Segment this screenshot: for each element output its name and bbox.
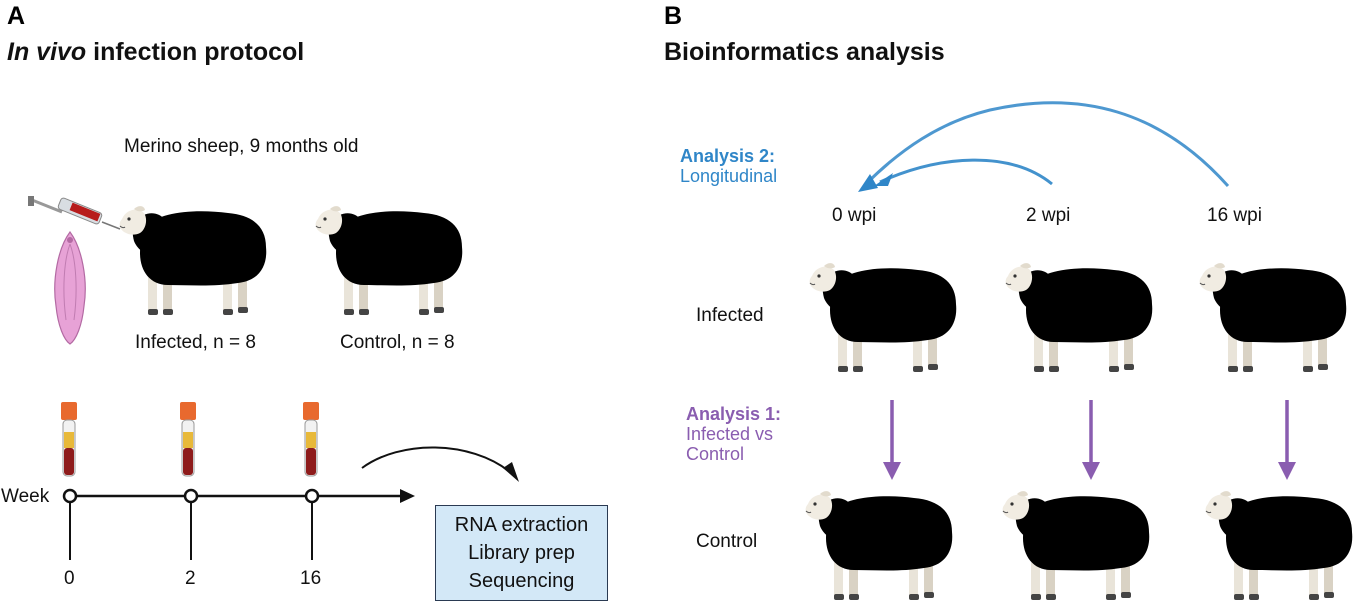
blood-tube-week-2-icon	[180, 402, 196, 477]
blood-tube-week-16-icon	[303, 402, 319, 477]
process-arrow	[361, 446, 519, 482]
analysis-2-title: Analysis 2:	[680, 146, 776, 166]
processing-step-rna: RNA extraction	[454, 514, 589, 536]
analysis-1-title: Analysis 1:	[686, 404, 782, 424]
timepoint-2wpi: 2 wpi	[1026, 205, 1071, 226]
analysis-1-desc-line1: Infected vs	[686, 424, 774, 444]
panel-a-title-rest: infection protocol	[86, 38, 305, 66]
infected-sheep-2wpi-icon	[1005, 262, 1153, 373]
control-sheep-2wpi-icon	[1002, 490, 1150, 601]
timepoint-16wpi: 16 wpi	[1207, 205, 1262, 226]
syringe-icon	[28, 196, 121, 230]
panel-a-title: In vivo infection protocol	[7, 38, 304, 67]
analysis-2-desc: Longitudinal	[680, 166, 778, 186]
panel-a-title-italic: In vivo	[7, 38, 87, 66]
timeline-tick-0: 0	[64, 568, 75, 589]
control-sheep-0wpi-icon	[805, 490, 953, 601]
infected-sheep-0wpi-icon	[809, 262, 957, 373]
infected-sheep-icon	[119, 205, 267, 316]
row-label-infected: Infected	[696, 305, 764, 326]
timeline	[62, 488, 415, 560]
timeline-tick-2: 2	[185, 568, 196, 589]
processing-box: RNA extraction Library prep Sequencing	[435, 505, 608, 601]
panel-a-letter: A	[7, 2, 26, 30]
panel-b-title: Bioinformatics analysis	[664, 38, 945, 66]
analysis-1-arrows	[883, 400, 1296, 480]
liver-fluke-icon	[54, 230, 86, 345]
infected-sheep-16wpi-icon	[1199, 262, 1347, 373]
row-label-control: Control	[696, 531, 758, 552]
timeline-week-label: Week	[1, 486, 50, 507]
timepoint-0wpi: 0 wpi	[832, 205, 877, 226]
control-sheep-icon	[315, 205, 463, 316]
infected-group-label: Infected, n = 8	[135, 332, 256, 353]
processing-step-library: Library prep	[468, 542, 575, 564]
analysis-1-label: Analysis 1: Infected vs Control	[686, 404, 781, 464]
analysis-2-label: Analysis 2: Longitudinal	[680, 146, 777, 186]
panel-b-letter: B	[664, 2, 683, 30]
control-group-label: Control, n = 8	[340, 332, 455, 353]
longitudinal-arrows	[858, 101, 1230, 192]
analysis-1-desc-line2: Control	[686, 444, 745, 464]
processing-step-sequencing: Sequencing	[468, 570, 575, 592]
timeline-tick-16: 16	[300, 568, 322, 589]
control-sheep-16wpi-icon	[1205, 490, 1353, 601]
blood-tube-week-0-icon	[61, 402, 77, 477]
sheep-description: Merino sheep, 9 months old	[124, 136, 359, 157]
